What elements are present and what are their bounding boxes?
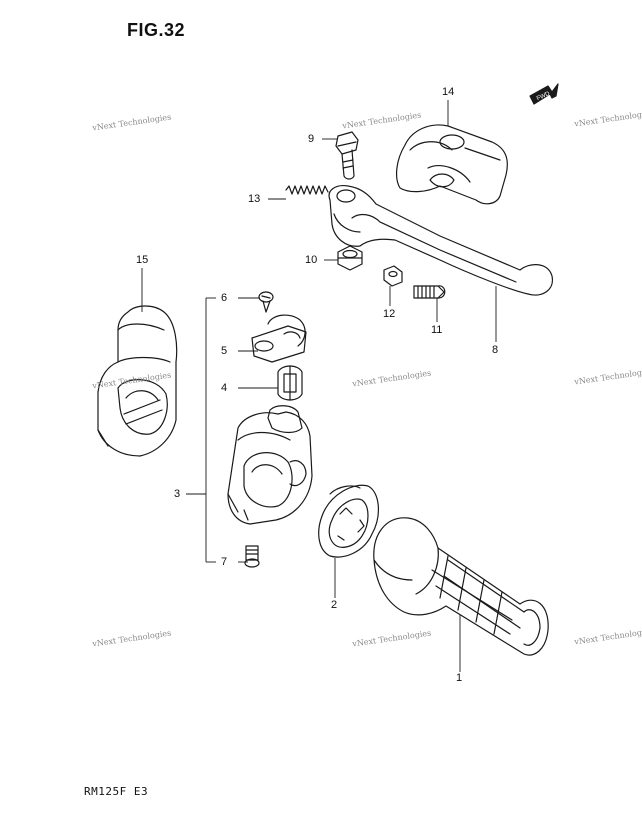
- callout-4: 4: [221, 382, 228, 394]
- callout-2: 2: [331, 599, 338, 611]
- lever-holder-bracket: [395, 124, 508, 205]
- callout-14: 14: [442, 86, 455, 98]
- callout-5: 5: [221, 345, 228, 357]
- clutch-lever: [328, 185, 554, 296]
- grip-collar: [318, 484, 379, 558]
- small-screw-top: [258, 291, 274, 313]
- lever-nut: [337, 245, 363, 271]
- switch-housing: [227, 405, 313, 525]
- callout-1: 1: [456, 672, 463, 684]
- callout-7: 7: [221, 556, 228, 568]
- callout-8: 8: [492, 344, 499, 356]
- forward-badge: FWD: [529, 83, 559, 105]
- adjuster-screw: [413, 285, 446, 299]
- callout-10: 10: [305, 254, 318, 266]
- adjuster-nut: [383, 265, 403, 287]
- forward-badge-label: FWD: [536, 91, 552, 102]
- pivot-bolt: [335, 131, 359, 180]
- callout-6: 6: [221, 292, 228, 304]
- callout-3: 3: [174, 488, 181, 500]
- callout-12: 12: [383, 308, 396, 320]
- switch-cover: [97, 305, 178, 457]
- wire-clip: [277, 365, 303, 401]
- small-screw-bottom: [244, 545, 260, 568]
- callout-13: 13: [248, 193, 261, 205]
- model-code: RM125F E3: [84, 785, 149, 798]
- return-spring: [285, 185, 329, 195]
- callout-11: 11: [431, 324, 443, 336]
- cable-clamp: [251, 314, 307, 363]
- handlebar-grip: [373, 517, 549, 656]
- callout-9: 9: [308, 133, 315, 145]
- figure-title: FIG.32: [127, 20, 186, 40]
- callout-15: 15: [136, 254, 149, 266]
